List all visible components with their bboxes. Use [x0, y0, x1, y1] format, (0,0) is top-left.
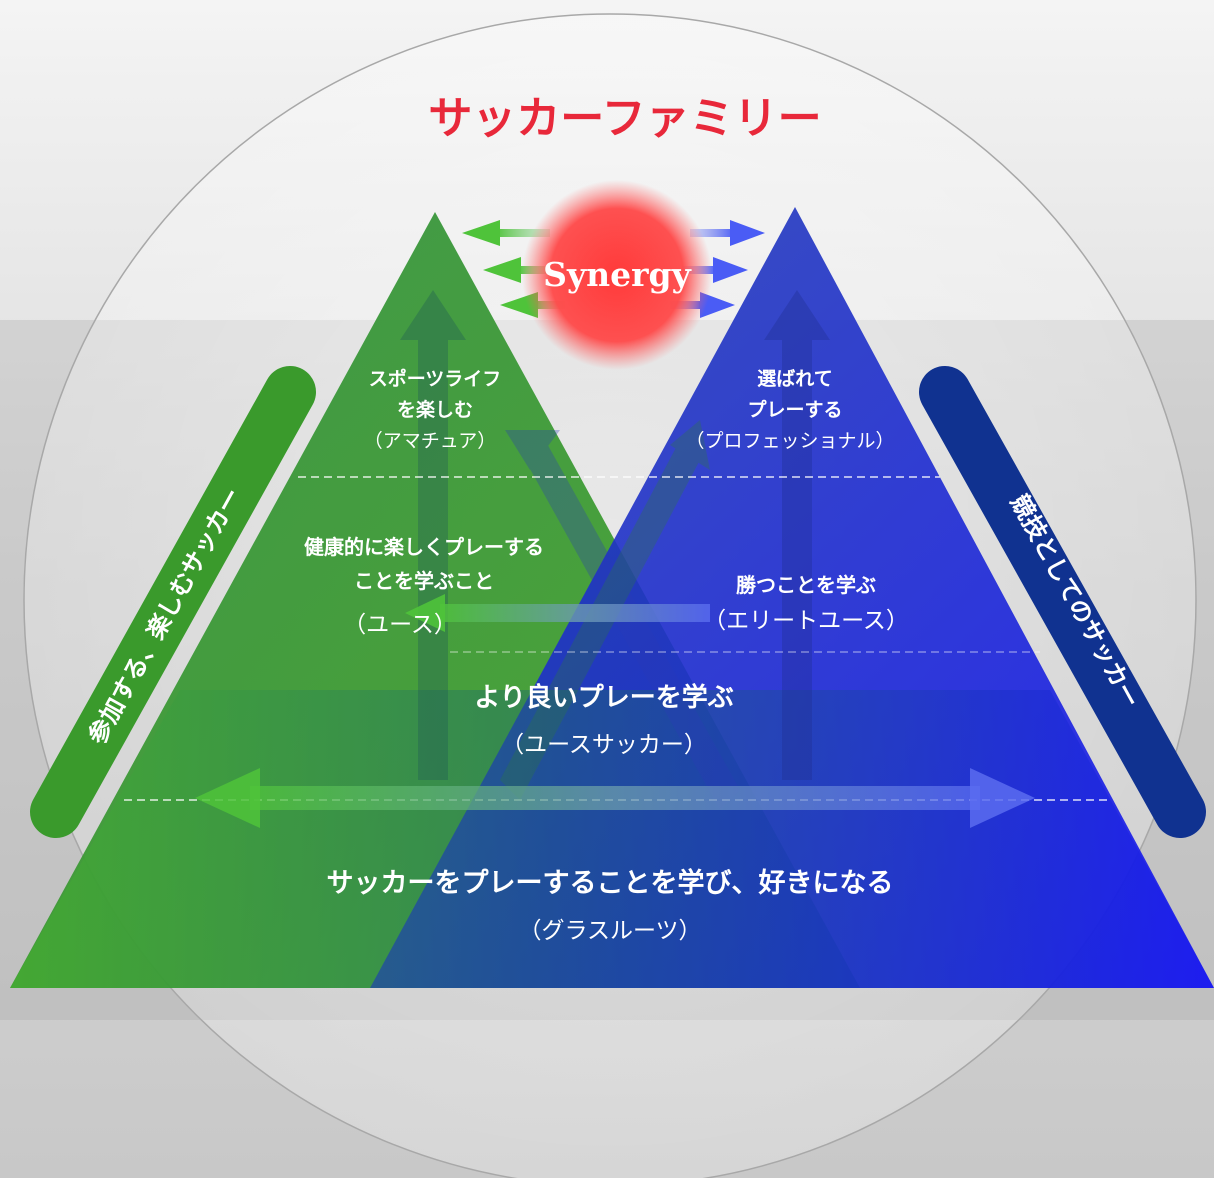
- amateur-line2: を楽しむ: [397, 398, 473, 421]
- youth-label-group: 健康的に楽しくプレーする ことを学ぶこと （ユース）: [304, 535, 544, 638]
- synergy-label: Synergy: [543, 255, 691, 294]
- youth-soccer-label-group: より良いプレーを学ぶ （ユースサッカー）: [474, 682, 733, 758]
- youth-line2: ことを学ぶこと: [354, 569, 494, 593]
- mid-horizontal-arrow: [405, 594, 710, 632]
- professional-line2: プレーする: [747, 398, 842, 421]
- amateur-label-group: スポーツライフ を楽しむ （アマチュア）: [364, 367, 502, 452]
- amateur-line1: スポーツライフ: [369, 367, 502, 390]
- vertical-arrow-left: [400, 290, 466, 780]
- right-side-pill: [919, 366, 1206, 838]
- youth-line3: （ユース）: [343, 612, 457, 638]
- amateur-line3: （アマチュア）: [364, 430, 497, 452]
- left-side-pill: [30, 366, 316, 838]
- professional-line3: （プロフェッショナル）: [685, 430, 894, 452]
- elite-youth-line2: （エリートユース）: [703, 608, 909, 634]
- base-overlay: [10, 690, 1214, 988]
- grassroots-line1: サッカーをプレーすることを学び、好きになる: [327, 867, 894, 899]
- youth-soccer-line1: より良いプレーを学ぶ: [474, 682, 733, 713]
- youth-soccer-line2: （ユースサッカー）: [501, 732, 707, 758]
- grassroots-line2: （グラスルーツ）: [518, 918, 701, 944]
- youth-line1: 健康的に楽しくプレーする: [304, 535, 544, 559]
- synergy-circle: [522, 180, 712, 370]
- professional-label-group: 選ばれて プレーする （プロフェッショナル）: [685, 368, 894, 452]
- grassroots-label-group: サッカーをプレーすることを学び、好きになる （グラスルーツ）: [327, 867, 894, 944]
- elite-youth-line1: 勝つことを学ぶ: [736, 573, 876, 597]
- page-title: サッカーファミリー: [428, 93, 821, 144]
- elite-youth-label-group: 勝つことを学ぶ （エリートユース）: [703, 573, 909, 634]
- vertical-arrow-right: [764, 290, 830, 780]
- base-double-arrow: [195, 768, 1035, 828]
- professional-line1: 選ばれて: [757, 368, 832, 390]
